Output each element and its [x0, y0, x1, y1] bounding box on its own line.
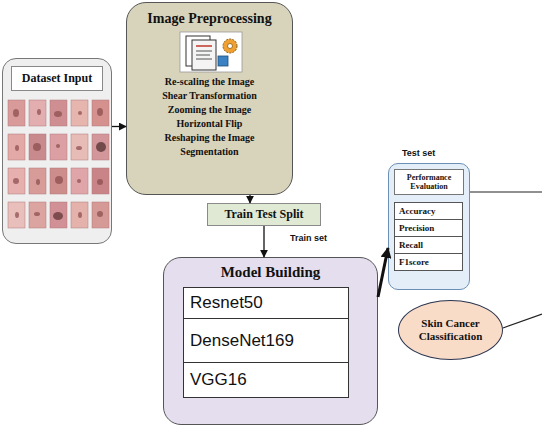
model-box: Resnet50	[183, 287, 349, 319]
node-title: Resnet50	[190, 293, 263, 313]
node-item: Shear Transformation	[127, 89, 292, 103]
flow-arrow	[263, 226, 264, 257]
metric-row: F1score	[394, 253, 463, 271]
group-box: Model BuildingResnet50DenseNet169VGG16	[163, 257, 378, 425]
flow-arrow	[378, 248, 388, 297]
node-title: F1score	[399, 254, 462, 270]
node-item: Reshaping the Image	[127, 131, 292, 145]
metric-row: Precision	[394, 219, 463, 237]
flow-arrow	[249, 195, 250, 203]
node-title: Precision	[399, 220, 462, 236]
flow-arrow	[112, 126, 126, 127]
input-box: Dataset Input	[2, 58, 112, 244]
node-title: Image Preprocessing	[127, 11, 292, 27]
model-box: VGG16	[183, 362, 349, 398]
model-box: DenseNet169	[183, 318, 349, 363]
node-title: VGG16	[190, 370, 247, 390]
process-box: Image PreprocessingRe-scaling the ImageS…	[126, 2, 293, 195]
group-box: Performance EvaluationAccuracyPrecisionR…	[388, 163, 470, 290]
outgoing-line	[503, 314, 542, 328]
node-item: Segmentation	[127, 145, 292, 159]
metric-row: Accuracy	[394, 202, 463, 220]
outgoing-line	[470, 191, 542, 192]
skin-image-thumbnails	[8, 100, 109, 228]
node-item: Horizontal Flip	[127, 117, 292, 131]
output-ellipse: Skin Cancer Classification	[398, 300, 503, 360]
node-item: Zooming the Image	[127, 103, 292, 117]
flow-label: Test set	[402, 148, 435, 158]
node-title: Performance Evaluation	[394, 169, 464, 195]
node-title: Accuracy	[399, 203, 462, 219]
process-box: Train Test Split	[207, 203, 321, 226]
node-title: Dataset Input	[11, 66, 103, 91]
node-item: Re-scaling the Image	[127, 75, 292, 89]
preprocessing-icon	[180, 32, 242, 72]
node-title: Model Building	[164, 258, 377, 281]
node-title: Skin Cancer Classification	[411, 317, 490, 343]
node-title: DenseNet169	[190, 331, 294, 351]
node-title: Train Test Split	[208, 204, 320, 225]
metric-row: Recall	[394, 236, 463, 254]
node-title: Recall	[399, 237, 462, 253]
lesion-spots	[13, 108, 106, 220]
flow-label: Train set	[290, 233, 327, 243]
